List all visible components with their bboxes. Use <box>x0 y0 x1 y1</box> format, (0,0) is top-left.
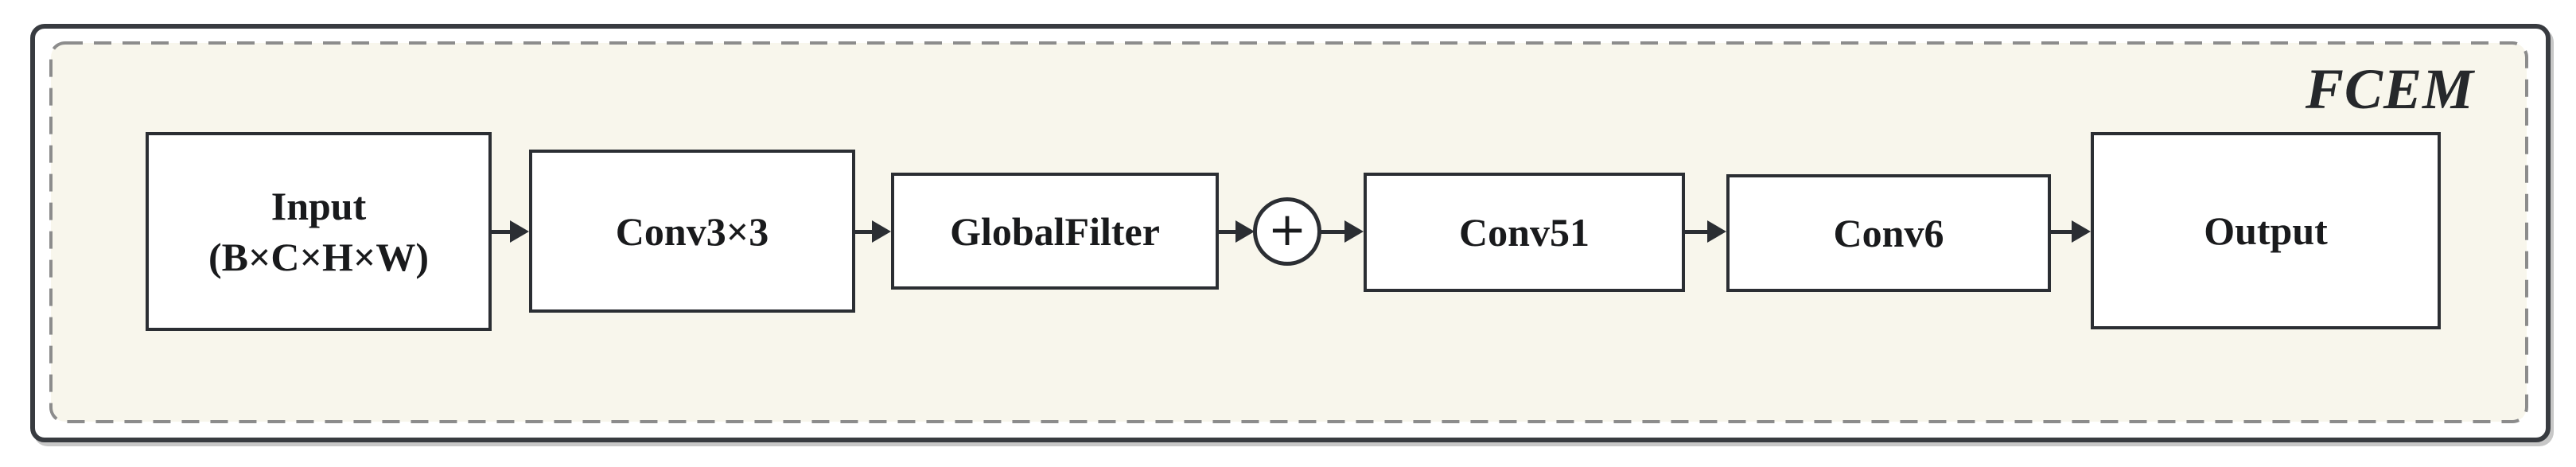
arrow-shaft <box>854 230 877 234</box>
arrow-shaft <box>1217 230 1240 234</box>
arrowhead-icon <box>1235 220 1255 243</box>
arrow-globalfilter-to-sum <box>1217 220 1255 243</box>
node-conv6-label: Conv6 <box>1833 211 1944 255</box>
node-output-label: Output <box>2204 208 2328 253</box>
arrow-shaft <box>2049 230 2076 234</box>
arrowhead-icon <box>1707 220 1726 243</box>
node-globalfilter-label: GlobalFilter <box>950 208 1160 254</box>
node-conv3x3-label: Conv3×3 <box>615 208 769 254</box>
arrowhead-icon <box>510 220 529 243</box>
arrowhead-icon <box>872 220 891 243</box>
sum-node: + <box>1253 197 1321 266</box>
arrow-sum-to-conv51 <box>1320 220 1364 243</box>
node-globalfilter: GlobalFilter <box>891 173 1219 290</box>
node-conv51-label: Conv51 <box>1459 210 1590 255</box>
arrow-shaft <box>1320 230 1349 234</box>
arrow-conv51-to-conv6 <box>1683 220 1726 243</box>
node-conv6: Conv6 <box>1726 174 2051 292</box>
arrowhead-icon <box>2072 220 2091 243</box>
node-output: Output <box>2091 132 2441 329</box>
node-conv3x3: Conv3×3 <box>529 150 855 313</box>
arrow-conv6-to-output <box>2049 220 2091 243</box>
arrow-input-to-conv3x3 <box>490 220 529 243</box>
node-conv51: Conv51 <box>1364 173 1685 292</box>
arrow-shaft <box>1683 230 1712 234</box>
arrow-shaft <box>490 230 515 234</box>
arrow-conv3x3-to-globalfilter <box>854 220 891 243</box>
node-input: Input (B×C×H×W) <box>146 132 492 331</box>
arrowhead-icon <box>1344 220 1364 243</box>
module-title: FCEM <box>2305 57 2474 121</box>
node-input-label: Input <box>270 184 367 228</box>
plus-icon: + <box>1267 202 1307 256</box>
node-input-sublabel: (B×C×H×W) <box>208 235 430 279</box>
